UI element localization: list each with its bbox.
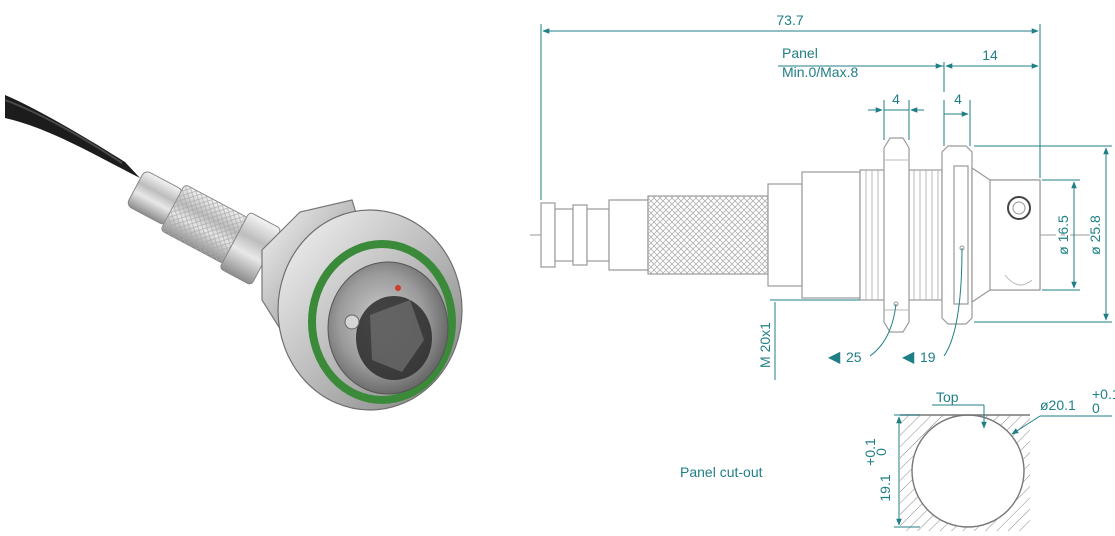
cable-highlight xyxy=(4,99,123,164)
cutout-diameter-tol-upper: +0.1 xyxy=(1092,386,1115,402)
receptacle-body xyxy=(989,179,1041,291)
flange-width-label: 4 xyxy=(954,91,962,107)
sleeve-front xyxy=(608,199,649,271)
clamp-body xyxy=(586,208,610,262)
panel-cutout: Panel cut-out 19.1 +0.1 0 Top ø20.1 +0.1… xyxy=(680,386,1115,531)
cutout-height-tol-upper: +0.1 xyxy=(862,438,878,466)
keying-screw xyxy=(344,314,360,330)
rear-length-label: 14 xyxy=(982,47,998,63)
hex-nut-outline xyxy=(883,137,910,333)
wrench-nut-label: 25 xyxy=(846,349,862,365)
cutout-diameter-main: ø20.1 xyxy=(1040,397,1076,413)
dimensions: 73.7 Panel Min.0/Max.8 14 4 4 ø 16.5 ø 2… xyxy=(540,12,1112,380)
body-diameter-label: ø 16.5 xyxy=(1055,215,1071,255)
knurl-pattern xyxy=(648,196,768,274)
thread-lines xyxy=(865,170,939,300)
sleeve-step xyxy=(767,183,803,287)
wrench-icon: ◀ xyxy=(902,349,915,366)
cutout-label: Panel cut-out xyxy=(680,464,763,480)
cutout-top-label: Top xyxy=(936,389,959,405)
cutout-diameter-tol-lower: 0 xyxy=(1092,400,1100,416)
cutout-height-tol-lower: 0 xyxy=(873,448,889,456)
flange-diameter-label: ø 25.8 xyxy=(1087,215,1103,255)
overall-length-label: 73.7 xyxy=(776,12,803,28)
red-dot-marker xyxy=(395,285,401,291)
connector-photo xyxy=(4,95,463,411)
cutout-height-main: 19.1 xyxy=(877,474,893,501)
keying-hole xyxy=(1007,196,1031,220)
panel-label: Panel xyxy=(782,45,818,61)
rear-ring xyxy=(540,202,556,268)
wrench-flange-label: 19 xyxy=(920,349,936,365)
side-view xyxy=(530,137,1090,333)
cutout-hole xyxy=(911,414,1025,528)
nut-width-label: 4 xyxy=(892,91,900,107)
panel-range-label: Min.0/Max.8 xyxy=(782,64,858,80)
wrench-icon: ◀ xyxy=(828,349,841,366)
green-seal xyxy=(308,240,456,404)
body xyxy=(801,171,861,299)
clamp-ring xyxy=(572,204,588,266)
rear-step xyxy=(554,208,574,262)
thread-label: M 20x1 xyxy=(757,322,773,368)
flange-groove xyxy=(953,165,969,305)
